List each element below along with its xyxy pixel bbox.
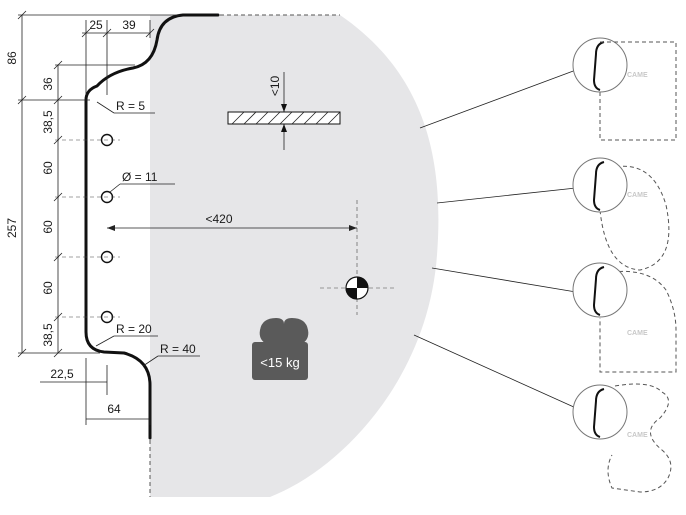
dim-60-third: 60 [41, 281, 55, 295]
radius-20-label: R = 20 [116, 322, 152, 336]
dim-39: 39 [122, 18, 136, 32]
dim-38-5-top: 38,5 [41, 110, 55, 134]
dim-less-10: <10 [268, 75, 282, 96]
connector-line-2 [436, 187, 577, 204]
dim-60-second: 60 [41, 220, 55, 234]
dim-257: 257 [5, 218, 19, 238]
diameter-leader [109, 183, 121, 193]
top-ticks [81, 28, 155, 38]
chain-ticks [17, 10, 63, 358]
dim-22-5: 22,5 [50, 367, 74, 381]
leaf-shape-thumbnail-irregular [572, 383, 672, 493]
brand-logo-3: CAME [627, 330, 648, 337]
dim-36: 36 [41, 77, 55, 91]
arrow-right [349, 225, 357, 231]
leaf-shape-thumbnail-curved [572, 157, 670, 271]
hatched-thickness-icon [227, 72, 341, 150]
r20-leader [95, 335, 115, 347]
hole-diameter-label: Ø = 11 [122, 170, 158, 184]
connector-line-4 [413, 334, 577, 409]
arrow-left [107, 225, 115, 231]
radius-40-label: R = 40 [160, 342, 196, 356]
dim-25: 25 [89, 18, 103, 32]
leaf-shape-thumbnail-rounded [572, 262, 677, 373]
dim-less-420: <420 [205, 212, 232, 226]
dim-38-5-bottom: 38,5 [41, 323, 55, 347]
connector-line-1 [419, 69, 577, 129]
connector-line-3 [431, 267, 577, 293]
weight-icon [252, 318, 309, 380]
dim-64: 64 [107, 402, 121, 416]
weight-label: <15 kg [260, 355, 299, 370]
brand-logo-1: CAME [627, 72, 648, 79]
brand-logo-4: CAME [627, 432, 648, 439]
r40-leader [142, 355, 159, 367]
brand-logo-2: CAME [627, 192, 648, 199]
dim-60-first: 60 [41, 161, 55, 175]
leaf-shape-thumbnail-rectangular [572, 37, 677, 141]
center-of-gravity-icon [345, 276, 369, 300]
radius-5-label: R = 5 [116, 99, 145, 113]
r5-leader [96, 101, 115, 114]
leaf-area [150, 15, 439, 497]
leaf-profile [84, 13, 220, 440]
dim-86: 86 [5, 51, 19, 65]
